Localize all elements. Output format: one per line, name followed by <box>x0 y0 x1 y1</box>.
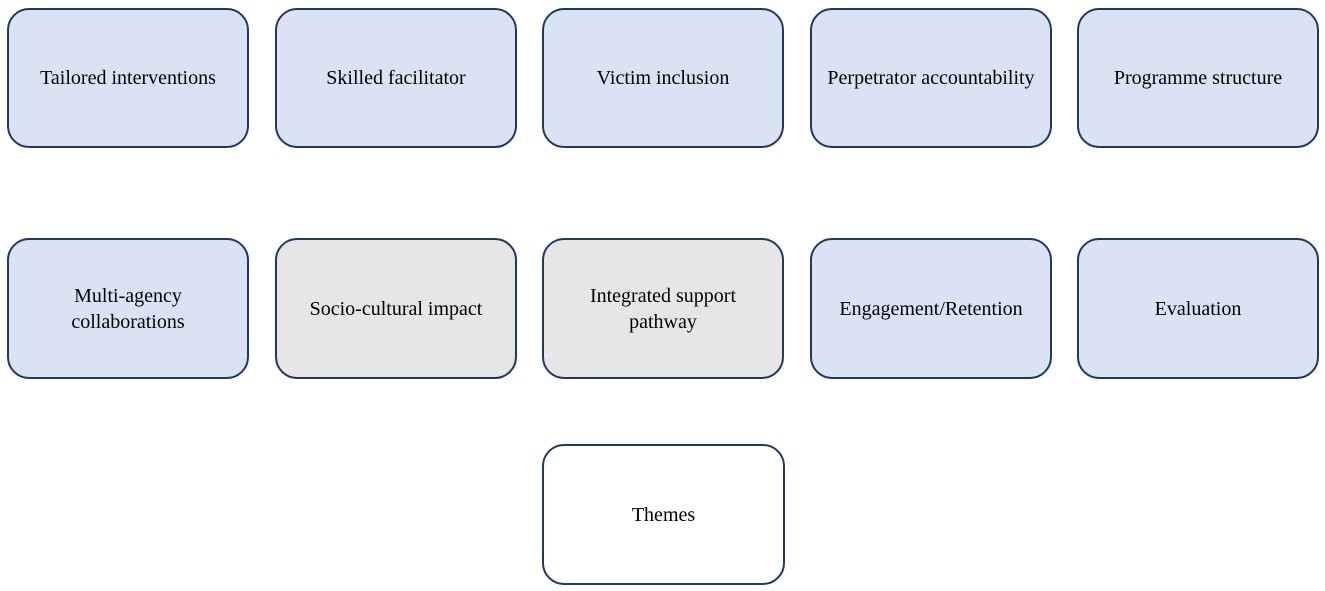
box-tailored-interventions: Tailored interventions <box>7 8 249 148</box>
box-engagement-retention: Engagement/Retention <box>810 238 1052 379</box>
box-integrated-support-pathway: Integrated support pathway <box>542 238 784 379</box>
box-label: Victim inclusion <box>596 67 730 89</box>
box-label: Multi-agency collaborations <box>71 284 185 333</box>
box-perpetrator-accountability: Perpetrator accountability <box>810 8 1052 148</box>
box-label: Perpetrator accountability <box>827 67 1035 89</box>
box-label: Themes <box>631 503 696 526</box>
box-programme-structure: Programme structure <box>1077 8 1319 148</box>
box-label: Evaluation <box>1154 297 1242 320</box>
box-victim-inclusion: Victim inclusion <box>542 8 784 148</box>
box-themes: Themes <box>542 444 785 585</box>
box-label: Skilled facilitator <box>326 67 466 89</box>
box-label: Integrated support pathway <box>589 284 737 333</box>
box-label: Programme structure <box>1113 67 1283 89</box>
box-label: Tailored interventions <box>40 67 216 89</box>
box-label: Socio-cultural impact <box>309 297 483 320</box>
box-socio-cultural-impact: Socio-cultural impact <box>275 238 517 379</box>
box-skilled-facilitator: Skilled facilitator <box>275 8 517 148</box>
box-label: Engagement/Retention <box>839 297 1023 320</box>
box-multi-agency-collaborations: Multi-agency collaborations <box>7 238 249 379</box>
box-evaluation: Evaluation <box>1077 238 1319 379</box>
